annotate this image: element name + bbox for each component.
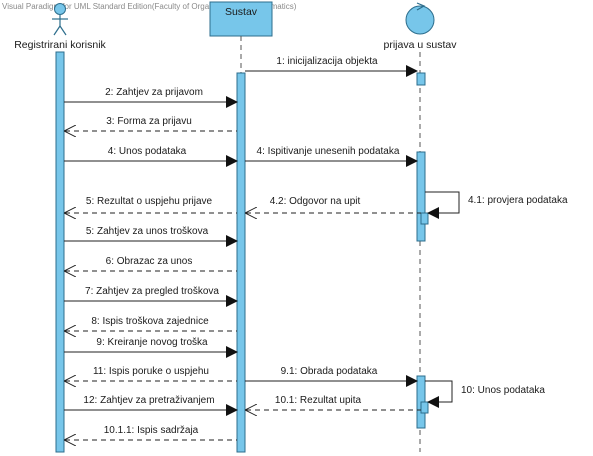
svg-text:8: Ispis troškova zajednice: 8: Ispis troškova zajednice bbox=[91, 316, 209, 327]
svg-text:12: Zahtjev za pretraživanjem: 12: Zahtjev za pretraživanjem bbox=[83, 395, 214, 406]
participant-label: Sustav bbox=[225, 6, 258, 18]
participant-label: prijava u sustav bbox=[384, 39, 458, 51]
message-9[interactable]: 9: Kreiranje novog troška bbox=[64, 337, 238, 358]
participant-prijava-u-sustav[interactable]: prijava u sustav bbox=[384, 2, 458, 51]
svg-text:10.1: Rezultat upita: 10.1: Rezultat upita bbox=[275, 395, 362, 406]
svg-text:2: Zahtjev za prijavom: 2: Zahtjev za prijavom bbox=[105, 87, 203, 98]
message-1[interactable]: 1: inicijalizacija objekta bbox=[245, 56, 418, 77]
svg-text:4.1: provjera podataka: 4.1: provjera podataka bbox=[468, 195, 568, 206]
svg-text:10: Unos podataka: 10: Unos podataka bbox=[461, 385, 545, 396]
svg-text:4: Ispitivanje unesenih podata: 4: Ispitivanje unesenih podataka bbox=[257, 146, 400, 157]
message-5-unos[interactable]: 5: Zahtjev za unos troškova bbox=[64, 226, 238, 247]
message-10-1[interactable]: 10.1: Rezultat upita bbox=[246, 395, 421, 410]
svg-text:9.1: Obrada podataka: 9.1: Obrada podataka bbox=[281, 366, 378, 377]
message-7[interactable]: 7: Zahtjev za pregled troškova bbox=[64, 286, 238, 307]
actor-label: Registrirani korisnik bbox=[14, 39, 106, 51]
svg-text:9: Kreiranje novog troška: 9: Kreiranje novog troška bbox=[96, 337, 208, 348]
activation-login-3-nested[interactable] bbox=[420, 401, 429, 414]
activation-user[interactable] bbox=[55, 51, 65, 453]
message-5[interactable]: 5: Rezultat o uspjehu prijave bbox=[65, 196, 237, 213]
message-9-1[interactable]: 9.1: Obrada podataka bbox=[245, 366, 418, 387]
svg-text:1: inicijalizacija objekta: 1: inicijalizacija objekta bbox=[276, 56, 378, 67]
message-10-1-1[interactable]: 10.1.1: Ispis sadržaja bbox=[65, 425, 237, 440]
watermark: Visual Paradigm for UML Standard Edition… bbox=[2, 2, 297, 11]
svg-text:4: Unos podataka: 4: Unos podataka bbox=[108, 146, 187, 157]
message-4-2[interactable]: 4.2: Odgovor na upit bbox=[246, 196, 421, 213]
svg-text:10.1.1: Ispis sadržaja: 10.1.1: Ispis sadržaja bbox=[104, 425, 199, 436]
activation-login-2[interactable] bbox=[416, 151, 426, 242]
activation-login-2-nested[interactable] bbox=[420, 212, 429, 225]
message-8[interactable]: 8: Ispis troškova zajednice bbox=[65, 316, 237, 331]
svg-text:7: Zahtjev za pregled troškova: 7: Zahtjev za pregled troškova bbox=[85, 286, 219, 297]
participant-sustav[interactable]: Sustav bbox=[209, 1, 273, 37]
message-4[interactable]: 4: Unos podataka bbox=[64, 146, 238, 167]
control-arrow-icon bbox=[416, 2, 426, 11]
svg-text:5: Rezultat o uspjehu prijave: 5: Rezultat o uspjehu prijave bbox=[86, 196, 213, 207]
message-11[interactable]: 11: Ispis poruke o uspjehu bbox=[65, 366, 237, 381]
message-4-1-self[interactable]: 4.1: provjera podataka bbox=[425, 191, 568, 219]
svg-text:11: Ispis poruke o uspjehu: 11: Ispis poruke o uspjehu bbox=[93, 366, 209, 377]
actor-head-icon bbox=[54, 3, 66, 15]
activation-system[interactable] bbox=[236, 72, 246, 453]
svg-text:4.2: Odgovor na upit: 4.2: Odgovor na upit bbox=[270, 196, 361, 207]
actor-registrirani-korisnik[interactable]: Registrirani korisnik bbox=[14, 3, 107, 52]
message-12[interactable]: 12: Zahtjev za pretraživanjem bbox=[64, 395, 238, 416]
message-10-self[interactable]: 10: Unos podataka bbox=[425, 380, 545, 408]
activation-login-1[interactable] bbox=[416, 72, 426, 86]
svg-text:5: Zahtjev za unos troškova: 5: Zahtjev za unos troškova bbox=[86, 226, 209, 237]
actor-leg-left-icon bbox=[53, 25, 61, 36]
message-6[interactable]: 6: Obrazac za unos bbox=[65, 256, 237, 271]
actor-leg-right-icon bbox=[59, 25, 67, 36]
message-3[interactable]: 3: Forma za prijavu bbox=[65, 116, 237, 131]
message-2[interactable]: 2: Zahtjev za prijavom bbox=[64, 87, 238, 108]
control-object-icon bbox=[405, 5, 435, 35]
participant-box bbox=[209, 1, 273, 37]
svg-text:6: Obrazac za unos: 6: Obrazac za unos bbox=[106, 256, 193, 267]
message-4-ispitivanje[interactable]: 4: Ispitivanje unesenih podataka bbox=[245, 146, 418, 167]
svg-text:3: Forma za prijavu: 3: Forma za prijavu bbox=[106, 116, 192, 127]
